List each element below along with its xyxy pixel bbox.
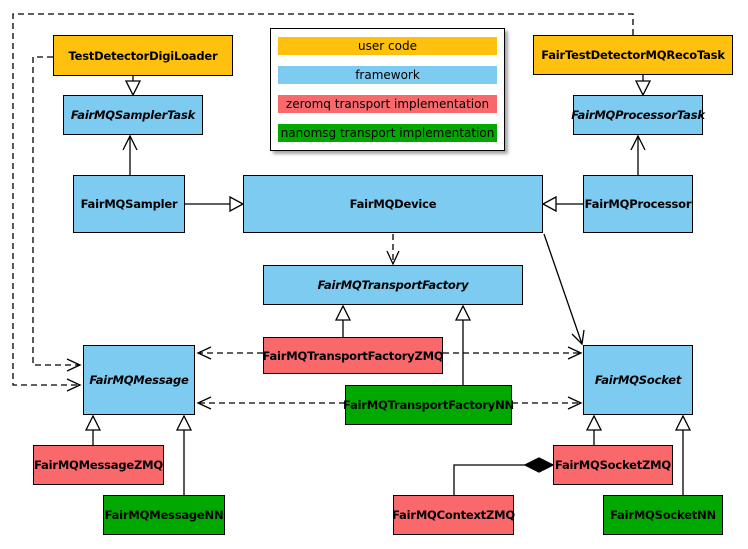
legend-item-nanomsg: nanomsg transport implementation (278, 124, 497, 142)
node-fairmqtransportfactoryzmq: FairMQTransportFactoryZMQ (263, 337, 444, 374)
edge-inherit-fairmqprocessor-fairmqdevice (541, 195, 583, 213)
edge-dep-fairmqtransportfactoryzmq-fairmqmessage (196, 346, 263, 360)
edge-comp-fairmqcontextzmq-fairmqsocketzmq (453, 457, 555, 495)
node-fairmqprocessortask: FairMQProcessorTask (571, 95, 705, 135)
node-fairmqcontextzmq: FairMQContextZMQ (392, 495, 515, 535)
legend: user code framework zeromq transport imp… (270, 28, 505, 151)
edge-assoc-fairmqdevice-fairmqsocket (543, 233, 585, 346)
node-fairmqdevice: FairMQDevice (243, 175, 543, 233)
edge-inherit-fairmqsocketnn-fairmqsocket (674, 414, 692, 495)
edge-inherit-testdetectordigiloader-fairmqsamplertask (124, 76, 142, 97)
edge-assoc-fairmqprocessor-fairmqprocessortask (630, 134, 646, 175)
edge-inherit-fairtestdetectormqrecotask-fairmqprocessortask (634, 75, 652, 97)
edge-inherit-fairmqsampler-fairmqdevice (185, 195, 245, 213)
edge-dep-fairmqtransportfactoryzmq-fairmqsocket (443, 346, 583, 360)
edge-assoc-fairmqsampler-fairmqsamplertask (122, 134, 138, 175)
node-fairmqtransportfactorynn: FairMQTransportFactoryNN (343, 385, 514, 425)
node-fairmqsampler: FairMQSampler (73, 175, 185, 233)
legend-item-framework: framework (278, 66, 497, 84)
node-fairmqmessagenn: FairMQMessageNN (103, 495, 225, 535)
edge-inherit-fairmqmessagezmq-fairmqmessage (84, 414, 102, 445)
node-fairmqmessage: FairMQMessage (83, 345, 195, 415)
node-fairtestdetectormqrecotask: FairTestDetectorMQRecoTask (533, 35, 733, 75)
legend-item-user-code: user code (278, 37, 497, 55)
edge-dep-fairmqdevice-fairmqtransportfactory (386, 234, 400, 266)
legend-item-zeromq: zeromq transport implementation (278, 95, 497, 113)
edge-inherit-fairmqtransportfactorynn-fairmqtransportfactory (454, 304, 472, 385)
edge-inherit-fairmqtransportfactoryzmq-fairmqtransportfactory (334, 304, 352, 337)
node-testdetectordigiloader: TestDetectorDigiLoader (53, 35, 233, 76)
node-fairmqsamplertask: FairMQSamplerTask (63, 95, 203, 135)
edge-inherit-fairmqsocketzmq-fairmqsocket (585, 414, 603, 445)
edge-dep-fairmqtransportfactorynn-fairmqmessage (196, 396, 345, 410)
node-fairmqprocessor: FairMQProcessor (583, 175, 693, 233)
node-fairmqtransportfactory: FairMQTransportFactory (263, 265, 523, 305)
node-fairmqsocketzmq: FairMQSocketZMQ (553, 445, 673, 485)
node-fairmqmessagezmq: FairMQMessageZMQ (33, 445, 164, 485)
edge-inherit-fairmqmessagenn-fairmqmessage (175, 414, 193, 495)
node-fairmqsocketnn: FairMQSocketNN (603, 495, 723, 535)
edge-dep-fairmqtransportfactorynn-fairmqsocket (512, 396, 583, 410)
node-fairmqsocket: FairMQSocket (583, 345, 693, 415)
